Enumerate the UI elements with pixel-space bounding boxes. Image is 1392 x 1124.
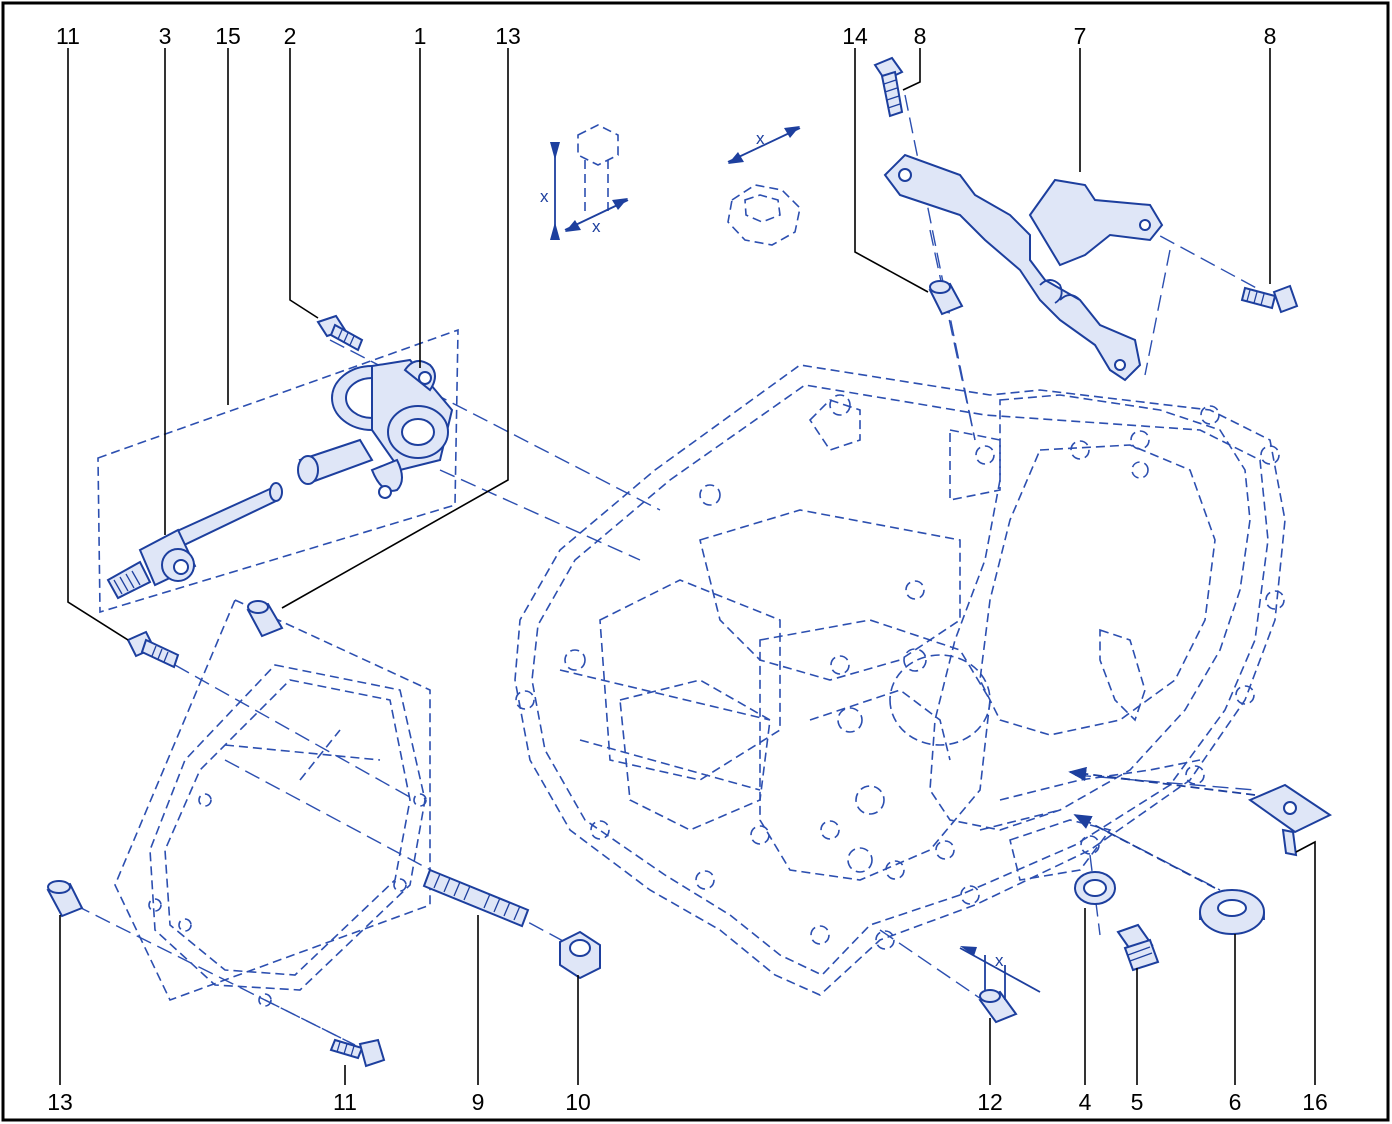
hydraulic-pipe [106, 482, 283, 600]
stud-9 [422, 868, 530, 928]
callout-9: 9 [472, 1089, 485, 1115]
dowel-12 [978, 989, 1018, 1024]
nut-10 [559, 930, 601, 980]
bolt-length-label: x [540, 187, 549, 206]
slave-cylinder-group-outline [97, 328, 459, 614]
drain-plug-5 [1116, 923, 1160, 972]
bolt-8-right [1240, 284, 1299, 314]
clutch-slave-cylinder [297, 358, 454, 499]
callout-13-bottom: 13 [47, 1089, 73, 1115]
bolt-diameter-label: x [592, 217, 601, 236]
callout-3: 3 [159, 23, 172, 49]
arrow-to-housing-b [1073, 814, 1216, 889]
seal-washer-4 [1074, 871, 1116, 905]
callout-8-right: 8 [1264, 23, 1277, 49]
dowel-dimension-detail: x [959, 946, 1041, 1000]
bolt-8-left [873, 56, 904, 118]
bolt-11-top [126, 630, 180, 669]
bracket-7 [883, 153, 1164, 382]
callout-15: 15 [215, 23, 241, 49]
dowel-length-label: x [995, 951, 1004, 970]
callout-leaders [59, 48, 1316, 1085]
bolt-2 [316, 314, 364, 352]
callout-numbers: 11 3 15 2 1 13 14 8 7 8 13 11 9 10 12 4 … [47, 23, 1328, 1115]
callout-6: 6 [1229, 1089, 1242, 1115]
callout-11-top: 11 [56, 23, 80, 49]
gearbox-housing-outline [514, 364, 1286, 996]
nut-dimension-detail: x [727, 126, 801, 246]
spacer-ring-6 [1199, 889, 1265, 935]
dowel-13-top [246, 600, 284, 638]
callout-1: 1 [414, 23, 427, 49]
callout-2: 2 [284, 23, 297, 49]
callout-5: 5 [1131, 1089, 1144, 1115]
callout-8-left: 8 [914, 23, 927, 49]
callout-10: 10 [565, 1089, 591, 1115]
cover-plate-outline [114, 598, 431, 1007]
clip-nut-16 [1247, 783, 1333, 857]
callout-12: 12 [977, 1089, 1003, 1115]
callout-4: 4 [1079, 1089, 1092, 1115]
nut-width-label: x [756, 129, 765, 148]
arrow-to-housing-a [1068, 766, 1256, 796]
callout-7: 7 [1074, 23, 1087, 49]
callout-16: 16 [1302, 1089, 1328, 1115]
bolt-dimension-detail: x x [540, 124, 629, 240]
callout-11-bottom: 11 [333, 1089, 357, 1115]
dowel-14 [928, 280, 964, 316]
bolt-11-bottom [329, 1038, 386, 1068]
callout-13-top: 13 [495, 23, 521, 49]
callout-14: 14 [842, 23, 868, 49]
dowel-13-bottom [46, 880, 84, 918]
